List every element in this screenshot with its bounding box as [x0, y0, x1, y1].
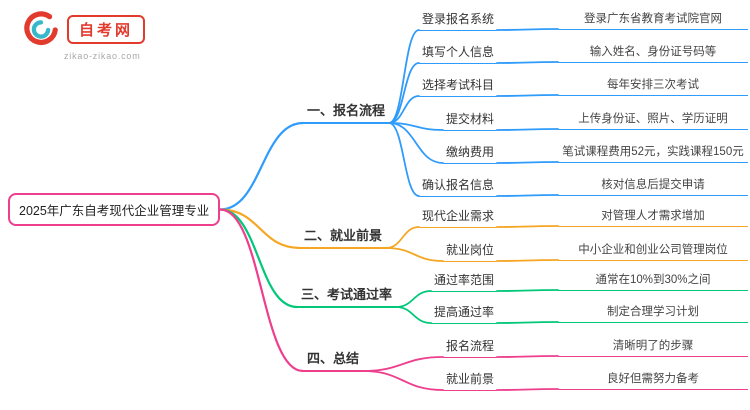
site-logo-row: 自考网: [22, 10, 146, 48]
leaf-label: 确认报名信息: [418, 176, 497, 197]
connector-line: [496, 259, 559, 262]
site-domain: zikao-zikao.com: [64, 51, 141, 61]
leaf-value: 核对信息后提交申请: [558, 176, 748, 196]
leaf-label: 就业前景: [442, 370, 497, 391]
branch-title: 二、就业前景: [300, 225, 387, 249]
connector-line: [496, 161, 559, 164]
connector-line: [496, 289, 559, 292]
connector-line: [385, 247, 444, 262]
leaf-value: 每年安排三次考试: [558, 76, 748, 96]
leaf-label: 缴纳费用: [442, 143, 497, 164]
connector-line: [219, 208, 302, 250]
connector-line: [388, 29, 420, 124]
branch-title: 一、报名流程: [303, 100, 390, 124]
leaf-value: 中小企业和创业公司管理岗位: [558, 241, 748, 261]
connector-line: [496, 388, 559, 391]
connector-line: [395, 306, 432, 324]
connector-line: [219, 208, 305, 373]
leaf-value: 清晰明了的步骤: [558, 337, 748, 357]
leaf-value: 对管理人才需求增加: [558, 207, 748, 227]
connector-line: [496, 194, 559, 197]
connector-line: [496, 128, 559, 131]
branch-title: 三、考试通过率: [297, 284, 397, 308]
connector-line: [496, 225, 559, 228]
leaf-label: 提交材料: [442, 110, 497, 131]
connector-line: [395, 290, 432, 308]
leaf-label: 选择考试科目: [418, 76, 497, 97]
connector-line: [388, 62, 420, 124]
leaf-label: 提高通过率: [430, 303, 497, 324]
leaf-value: 笔试课程费用52元，实践课程150元: [558, 143, 748, 163]
leaf-value: 上传身份证、照片、学历证明: [558, 110, 748, 130]
connector-line: [385, 226, 420, 249]
leaf-label: 通过率范围: [430, 271, 497, 292]
site-logo: 自考网 zikao-zikao.com: [22, 10, 146, 61]
connector-line: [362, 370, 444, 391]
root-node: 2025年广东自考现代企业管理专业: [8, 193, 221, 226]
leaf-value: 登录广东省教育考试院官网: [558, 10, 748, 30]
leaf-label: 报名流程: [442, 337, 497, 358]
site-logo-icon: [24, 11, 58, 45]
leaf-value: 良好但需努力备考: [558, 370, 748, 390]
leaf-value: 通常在10%到30%之间: [558, 271, 748, 291]
connector-line: [496, 94, 559, 97]
connector-line: [388, 122, 420, 197]
connector-line: [496, 61, 559, 64]
connector-line: [496, 355, 559, 358]
site-name: 自考网: [67, 14, 146, 44]
connector-line: [362, 356, 444, 372]
connector-line: [496, 321, 559, 324]
connector-line: [496, 28, 559, 31]
connector-line: [388, 122, 444, 164]
branch-title: 四、总结: [303, 348, 364, 372]
connector-line: [219, 121, 305, 211]
leaf-value: 制定合理学习计划: [558, 303, 748, 323]
leaf-label: 现代企业需求: [418, 207, 497, 228]
connector-line: [388, 122, 444, 131]
leaf-label: 就业岗位: [442, 241, 497, 262]
leaf-label: 填写个人信息: [418, 43, 497, 64]
leaf-label: 登录报名系统: [418, 10, 497, 31]
connector-line: [388, 95, 420, 124]
connector-line: [219, 208, 299, 309]
leaf-value: 输入姓名、身份证号码等: [558, 43, 748, 63]
